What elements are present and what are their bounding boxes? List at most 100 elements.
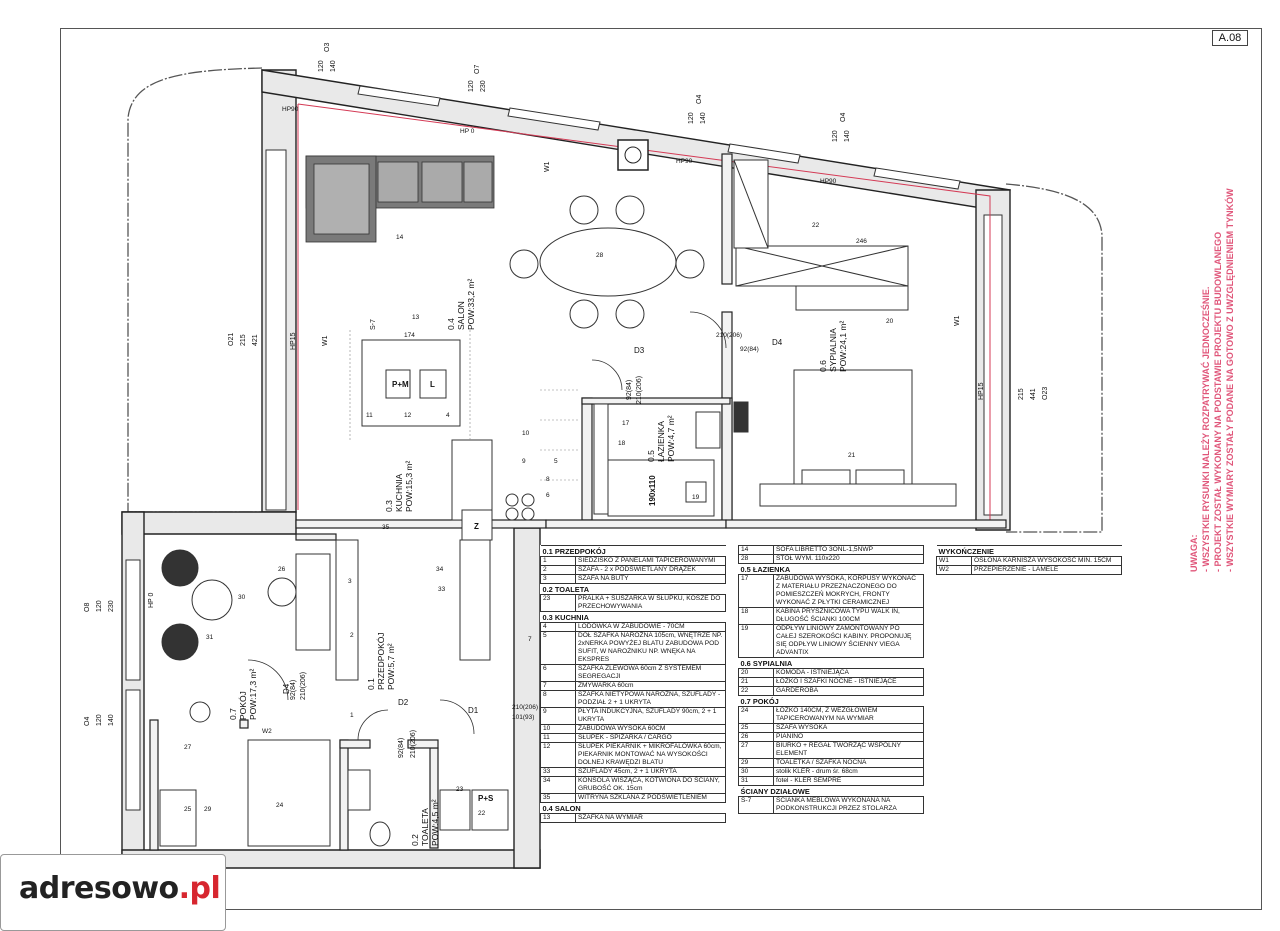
adresowo-logo[interactable]: adresowo.pl	[0, 854, 226, 931]
legend-item-description: ŚCIANKA MEBLOWA WYKONANA NA PODKONSTRUKC…	[773, 796, 924, 814]
item-number: 1	[350, 712, 354, 719]
window-label: O23	[1042, 386, 1049, 400]
legend-item-description: WITRYNA SZKLANA Z PODŚWIETLENIEM	[575, 793, 726, 803]
legend-item-number: W1	[936, 556, 972, 566]
room-label-lazienka: 0.5 ŁAZIENKA POW:4,7 m²	[646, 415, 676, 462]
legend-item-number: 30	[738, 767, 774, 777]
legend-section-header: 0.5 ŁAZIENKA	[738, 563, 924, 575]
legend-section-header: ŚCIANY DZIAŁOWE	[738, 785, 924, 797]
item-number: 17	[622, 420, 630, 427]
item-number: 25	[184, 806, 192, 813]
door-label: D2	[398, 698, 409, 707]
legend-item-number: 17	[738, 574, 774, 608]
door-dim: 210(206)	[636, 375, 643, 404]
legend-item-description: LODÓWKA W ZABUDOWIE - 70CM	[575, 622, 726, 632]
appliance-tag: P+S	[478, 794, 494, 803]
item-number: 10	[522, 430, 530, 437]
hp-label: HP90	[282, 106, 299, 113]
legend-item-number: 2	[540, 565, 576, 575]
item-number: 34	[436, 566, 444, 573]
door-dim: 210(206)	[512, 704, 539, 711]
legend-item-description: DÓŁ SZAFKA NAROŻNA 105cm, WNĘTRZE NP. 2x…	[575, 631, 726, 665]
legend-item-description: fotel - KLER SEMPRE	[773, 776, 924, 786]
dining-set	[509, 195, 705, 329]
legend-item-number: 4	[540, 622, 576, 632]
legend-item-number: 7	[540, 681, 576, 691]
item-number: 5	[554, 458, 558, 465]
item-number: 2	[350, 632, 354, 639]
wall-finish-label: W2	[262, 728, 272, 735]
door-dim: 92(84)	[398, 737, 405, 758]
window-dim: 120	[96, 600, 103, 612]
wall-finish-label: W1	[544, 161, 551, 173]
window-dim: 120	[688, 112, 695, 124]
wall-finish-label: W1	[322, 335, 329, 347]
balcony-left-outline	[127, 67, 263, 513]
appliance-tag: Z	[474, 522, 479, 531]
room-label-przedpokoj: 0.1 PRZEDPOKÓJ POW:5,7 m²	[366, 632, 396, 690]
legend-item-number: 5	[540, 631, 576, 665]
window-dim: 230	[108, 600, 115, 612]
legend-section-header: WYKOŃCZENIE	[936, 545, 1122, 557]
legend-item-number: 10	[540, 724, 576, 734]
door-dim: 210(206)	[300, 671, 307, 700]
window-dim: 120	[468, 80, 475, 92]
window-dim: 140	[700, 112, 707, 124]
door-label: D1	[468, 706, 479, 715]
legend-item-number: 31	[738, 776, 774, 786]
legend-item-description: SZAFA - 2 x PODŚWIETLANY DRĄŻEK	[575, 565, 726, 575]
legend-item-description: SZUFLADY 45cm, 2 + 1 UKRYTA	[575, 767, 726, 777]
window-dim: 421	[252, 334, 259, 346]
legend-item-number: 23	[540, 594, 576, 612]
item-number: 11	[366, 412, 373, 419]
door-dim: 210(206)	[410, 729, 417, 758]
wall-finish-label: W1	[954, 315, 961, 327]
interior-walls	[149, 153, 1007, 851]
legend-item-description: SZAFKA NIETYPOWA NAROŻNA, SZUFLADY - POD…	[575, 690, 726, 708]
legend-item-description: stolik KLER - drum śr. 68cm	[773, 767, 924, 777]
door-dim: 92(84)	[626, 379, 633, 400]
item-number: 6	[546, 492, 550, 499]
item-number: 28	[596, 252, 604, 259]
item-number: 31	[206, 634, 214, 641]
legend-item-description: KONSOLA WISZĄCA, KOTWIONA DO ŚCIANY, GRU…	[575, 776, 726, 794]
legend-item-number: 25	[738, 723, 774, 733]
legend-item-number: 6	[540, 664, 576, 682]
legend-section-header: 0.3 KUCHNIA	[540, 611, 726, 623]
legend-section-header: 0.7 POKÓJ	[738, 695, 924, 707]
legend-item-number: W2	[936, 565, 972, 575]
legend-item-description: ZABUDOWA WYSOKA, KORPUSY WYKONAĆ Z MATER…	[773, 574, 924, 608]
sheet-number: A.08	[1212, 30, 1248, 46]
structural-column	[617, 139, 649, 171]
legend-item-description: SŁUPEK - SPIŻARKA / CARGO	[575, 733, 726, 743]
sheet-frame	[60, 28, 1262, 910]
window-dim: 120	[832, 130, 839, 142]
item-number: 7	[528, 636, 532, 643]
item-number: 13	[412, 314, 420, 321]
legend-item-number: 34	[540, 776, 576, 794]
door-dim: 101(93)	[512, 714, 535, 721]
legend-item-description: TOALETKA / SZAFKA NOCNA	[773, 758, 924, 768]
legend-item-number: 19	[738, 624, 774, 658]
legend-item-number: 18	[738, 607, 774, 625]
room-label-salon: 0.4 SALON POW:33,2 m²	[446, 278, 476, 330]
window-dim: 230	[480, 80, 487, 92]
appliance-tag: L	[430, 380, 435, 389]
construction-lines	[349, 330, 580, 481]
item-number: 30	[238, 594, 246, 601]
door-dim: 92(84)	[740, 346, 759, 353]
legend-item-description: SŁUPEK PIEKARNIK + MIKROFALÓWKA 60cm, PI…	[575, 742, 726, 768]
window-label: O4	[84, 716, 91, 726]
remarks-note: UWAGA: - WSZYSTKIE RYSUNKI NALEŻY ROZPAT…	[1189, 188, 1235, 572]
legend-item-number: 26	[738, 732, 774, 742]
